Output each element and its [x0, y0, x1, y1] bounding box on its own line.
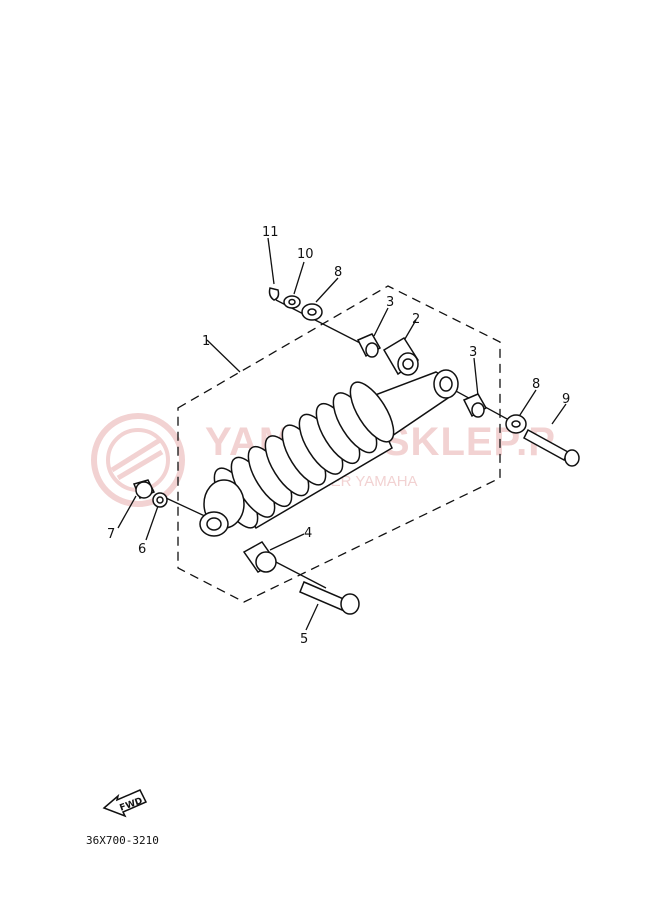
callout-3-upper: 3 [386, 295, 394, 310]
spring-coil [349, 381, 395, 443]
callout-6: 6 [138, 542, 146, 557]
drawing-code: 36X700-3210 [86, 834, 159, 847]
callout-4: 4 [304, 526, 312, 541]
callout-2: 2 [412, 312, 420, 327]
callout-5: 5 [300, 632, 308, 647]
callout-9: 9 [562, 392, 570, 407]
part-8-washer-upper-icon [301, 303, 323, 321]
part-3-collar-right-icon [462, 393, 488, 418]
coil-spring [213, 381, 395, 529]
part-4-bushing-lower-icon [242, 541, 278, 573]
part-10-washer-icon [283, 295, 301, 309]
part-2-bushing-icon [382, 336, 420, 376]
part-3-collar-upper-icon [356, 333, 382, 358]
part-6-washer-icon [152, 492, 168, 508]
callout-8-upper: 8 [334, 265, 342, 280]
callout-10: 10 [297, 247, 314, 262]
shock-absorber [199, 369, 459, 537]
callout-1: 1 [202, 334, 210, 349]
fwd-arrow-icon: FWD [102, 789, 148, 818]
callout-7: 7 [107, 527, 115, 542]
callout-3-right: 3 [469, 345, 477, 360]
part-9-bolt-icon [523, 428, 580, 467]
part-7-nut-icon [132, 479, 156, 499]
callout-11: 11 [262, 225, 279, 240]
callout-8-right: 8 [532, 377, 540, 392]
part-8-washer-right-icon [505, 414, 527, 434]
callouts: 11 10 8 3 2 1 3 8 9 7 6 4 5 [107, 225, 570, 647]
part-5-bolt-lower-icon [299, 581, 360, 615]
part-11-cotter-pin-icon [268, 287, 280, 301]
assembly-boundary [177, 285, 501, 603]
